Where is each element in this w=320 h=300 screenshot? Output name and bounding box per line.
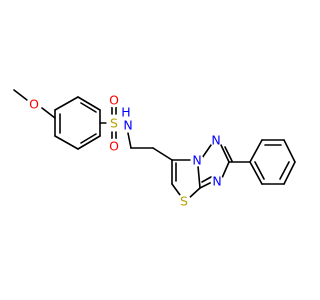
bond-ring2-d <box>283 161 296 185</box>
bond-trz-c2-n3 <box>221 161 230 179</box>
atom-s-sulfonyl-label: S <box>110 116 118 131</box>
atom-n-triazole-bottom: N <box>210 174 224 189</box>
bond-n-ch2 <box>127 132 132 149</box>
atom-nh: N H <box>120 105 136 133</box>
bond-ring1-f <box>54 96 79 111</box>
bond-trz-double-1 <box>224 146 233 162</box>
atom-n-triazole-top-label: N <box>211 133 220 148</box>
atom-o-methoxy-label: O <box>29 97 39 112</box>
atom-labels-layer: O S O O N H N N N <box>26 92 224 209</box>
atom-o-sulfonyl-top-label: O <box>109 93 119 108</box>
atom-s-thiazole: S <box>177 194 191 209</box>
bond-thz-c4-s <box>171 183 181 196</box>
atom-h-label: H <box>121 105 130 120</box>
bond-ring2-c <box>283 139 296 163</box>
atom-o-sulfonyl-bottom-label: O <box>109 139 119 154</box>
atom-s-sulfonyl: S <box>106 115 122 131</box>
atom-n-triazole-top: N <box>209 133 223 148</box>
bond-thz-c-nbridge <box>197 165 201 189</box>
bond-trz-n3-c <box>199 181 213 189</box>
bond-methyl-o <box>13 89 28 101</box>
bond-ring1-b <box>54 135 79 150</box>
atom-o-methoxy: O <box>26 96 42 112</box>
bond-ring1-double-2 <box>80 133 97 144</box>
molecule-canvas: O S O O N H N N N <box>13 89 296 209</box>
atom-o-sulfonyl-bottom: O <box>106 138 122 154</box>
bond-ring1-c <box>77 135 101 150</box>
bond-trz-nbridge-n1 <box>201 144 212 159</box>
bond-ring2-f <box>249 161 263 185</box>
bond-ring2-double-3 <box>254 161 265 180</box>
bond-ring2-a <box>249 139 263 163</box>
bond-thz-s-c <box>187 187 201 200</box>
bond-ch2-ring <box>152 147 173 161</box>
atom-s-thiazole-label: S <box>180 194 188 209</box>
bond-ring1-double-3 <box>80 102 97 113</box>
bond-trz-n1-c2 <box>220 144 230 163</box>
bond-o-aryl <box>41 107 56 119</box>
atom-n-bridge-label: N <box>192 153 201 168</box>
atom-o-sulfonyl-top: O <box>106 92 122 108</box>
atom-n-label: N <box>123 118 132 133</box>
atom-n-triazole-bottom-label: N <box>212 174 221 189</box>
structure-diagram: O S O O N H N N N <box>13 89 296 209</box>
bond-ring1-e <box>77 96 101 111</box>
bonds-layer <box>13 89 296 200</box>
bond-ring2-double-2 <box>279 161 290 180</box>
bond-trz-double-2 <box>201 176 212 183</box>
atom-n-bridge: N <box>190 153 204 168</box>
